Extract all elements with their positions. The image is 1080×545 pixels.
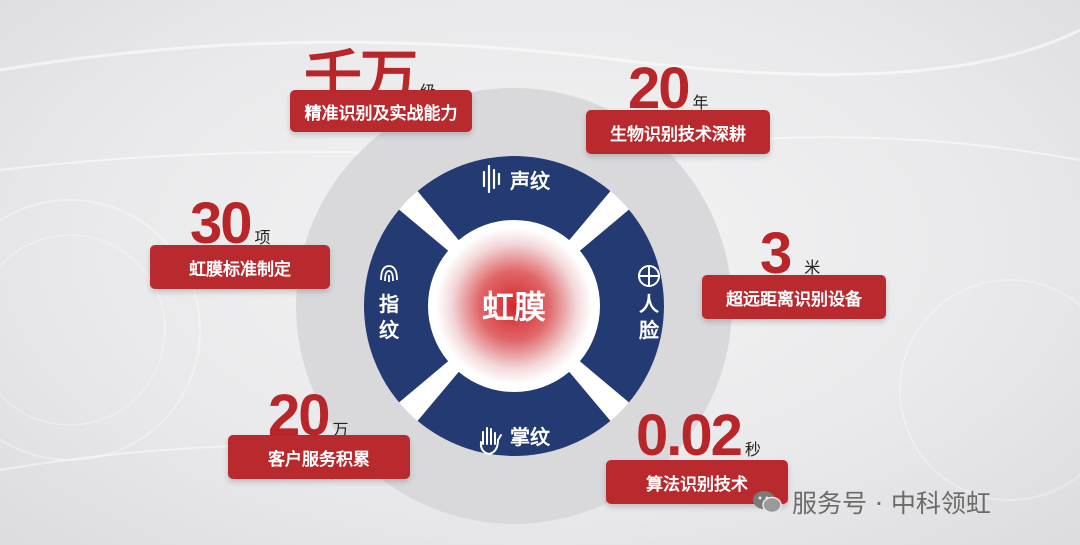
segment-fingerprint: 指 纹: [379, 265, 400, 342]
fingerprint-icon: [380, 265, 398, 282]
stat-label: 精准识别及实战能力: [290, 90, 472, 132]
stat-unit: 项: [254, 228, 271, 247]
segment-label-fingerprint-1: 指: [379, 292, 399, 316]
waveform-icon: [482, 164, 501, 194]
center-iris-glow: [436, 228, 592, 384]
stat-label: 超远距离识别设备: [702, 275, 886, 319]
palm-icon: [479, 427, 502, 456]
ring-segment-palmprint: [417, 371, 611, 457]
wechat-icon: [753, 491, 782, 514]
segment-face: 人 脸: [638, 265, 660, 342]
watermark: 服务号 · 中科领虹: [752, 486, 991, 518]
stat-unit: 米: [804, 258, 821, 277]
stat-number: 0.02: [636, 403, 743, 468]
stat-unit: 秒: [744, 440, 761, 459]
stat-label: 生物识别技术深耕: [586, 110, 770, 154]
stat-unit: 万: [332, 420, 349, 439]
center-label: 虹膜: [482, 288, 546, 326]
segment-label-face-2: 脸: [639, 318, 660, 342]
stat-unit: 年: [692, 93, 709, 112]
ring-segment-face: [579, 209, 664, 403]
watermark-text: 服务号 · 中科领虹: [792, 489, 991, 518]
face-icon: [638, 265, 660, 287]
segment-label-fingerprint-2: 纹: [379, 318, 400, 342]
segment-voiceprint: 声纹: [482, 164, 551, 194]
ring-segment-voiceprint: [417, 155, 611, 241]
ring-segment-fingerprint: [363, 209, 449, 403]
segment-palmprint: 掌纹: [479, 425, 551, 456]
stat-label: 客户服务积累: [228, 435, 410, 479]
stat-label: 虹膜标准制定: [150, 245, 330, 289]
segment-label-palmprint: 掌纹: [510, 425, 551, 449]
segment-label-face-1: 人: [639, 292, 660, 316]
segment-label-voiceprint: 声纹: [509, 169, 551, 193]
